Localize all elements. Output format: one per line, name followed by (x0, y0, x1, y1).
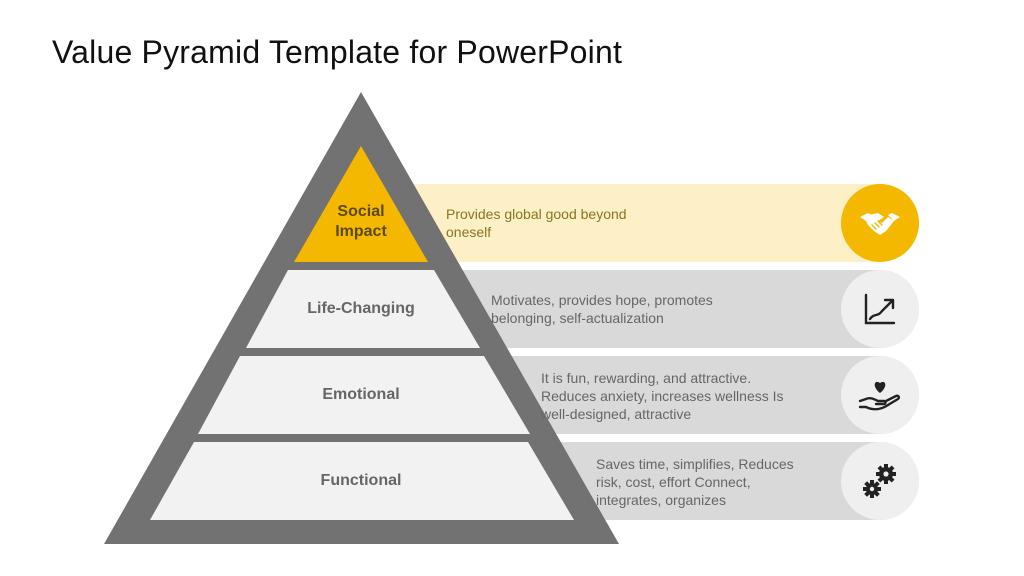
level-label-emotional: Emotional (322, 386, 400, 403)
level-label-social-impact: Social Impact (335, 202, 387, 242)
level-life-changing (246, 270, 480, 348)
icon-circle-functional (841, 442, 919, 520)
handshake-icon (860, 213, 900, 235)
description-line: Provides global good beyond (446, 206, 627, 222)
gears-icon (863, 464, 896, 498)
level-emotional (198, 356, 530, 434)
level-label-life-changing: Life-Changing (307, 300, 415, 317)
description-line: Reduces anxiety, increases wellness Is (541, 388, 784, 404)
band-functional (520, 442, 919, 520)
description-line: risk, cost, effort Connect, (596, 474, 751, 490)
band-life-changing (420, 270, 919, 348)
description-functional: Saves time, simplifies, Reduces risk, co… (596, 455, 794, 509)
description-line: oneself (446, 224, 492, 240)
description-line: well-designed, attractive (541, 406, 692, 422)
level-label-line: Social (337, 203, 385, 220)
icon-circle-life-changing (841, 270, 919, 348)
description-line: Motivates, provides hope, promotes (491, 292, 713, 308)
description-line: Saves time, simplifies, Reduces (596, 456, 794, 472)
level-label-functional: Functional (320, 472, 402, 489)
band-emotional (470, 356, 919, 434)
level-social-impact (294, 146, 428, 262)
band-social-impact (362, 184, 919, 262)
growth-chart-icon (864, 293, 896, 325)
description-social-impact: Provides global good beyond oneself (446, 205, 627, 241)
level-label-line: Impact (335, 223, 387, 240)
description-line: belonging, self-actualization (491, 310, 664, 326)
slide-title: Value Pyramid Template for PowerPoint (52, 34, 623, 70)
heart-in-hand-icon (858, 381, 901, 411)
description-emotional: It is fun, rewarding, and attractive. Re… (541, 369, 784, 423)
description-life-changing: Motivates, provides hope, promotes belon… (491, 291, 713, 327)
level-functional (150, 442, 574, 520)
description-line: integrates, organizes (596, 492, 726, 508)
description-line: It is fun, rewarding, and attractive. (541, 370, 752, 386)
icon-circle-emotional (841, 356, 919, 434)
icon-circle-social-impact (841, 184, 919, 262)
